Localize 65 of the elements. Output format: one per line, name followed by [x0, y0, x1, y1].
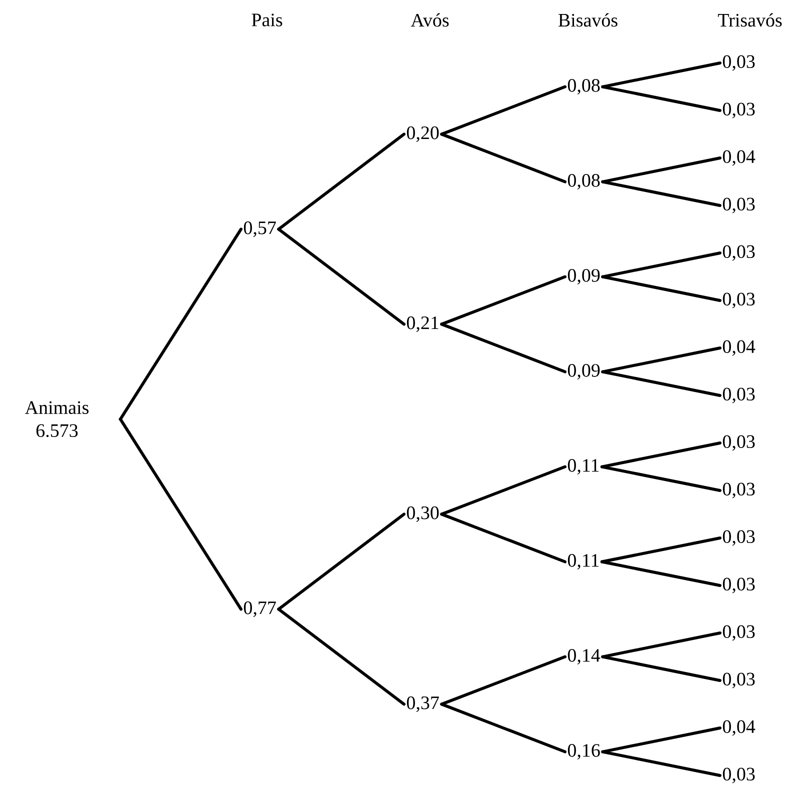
branch-line [601, 750, 722, 777]
value-label: 0,57 [244, 221, 276, 237]
value-label: 0,03 [722, 55, 755, 71]
branch-line [601, 726, 722, 754]
branch-line [440, 85, 566, 136]
value-label: 0,03 [722, 102, 755, 118]
value-label: 0,03 [722, 388, 755, 404]
value-label: 0,20 [406, 126, 439, 142]
column-header: Pais [252, 14, 282, 26]
value-label: 0,04 [722, 720, 756, 736]
value-label: 0,11 [568, 554, 599, 570]
column-header: Trisavós [718, 13, 782, 27]
value-label: 0,03 [722, 435, 755, 451]
value-label: 0,03 [722, 198, 755, 214]
branch-line [440, 702, 566, 754]
branch-line [277, 512, 406, 611]
branch-line [601, 61, 722, 88]
branch-line [440, 655, 566, 706]
value-label: 0,03 [722, 292, 755, 308]
value-label: 0,04 [722, 150, 756, 166]
branch-line [118, 418, 242, 611]
value-label: 0,03 [722, 530, 755, 546]
branch-line [277, 228, 406, 326]
value-label: 0,11 [568, 459, 599, 475]
branch-line [600, 441, 722, 468]
branch-line [440, 132, 566, 184]
branch-line [600, 560, 722, 587]
branch-line [277, 132, 406, 231]
branch-line [277, 608, 406, 706]
value-label: 0,03 [722, 768, 755, 784]
value-label: 0,37 [406, 696, 439, 712]
column-header: Bisavós [558, 13, 618, 27]
value-label: 0,08 [568, 174, 600, 190]
branch-line [440, 322, 566, 374]
branch-line [601, 631, 722, 658]
branch-line [601, 180, 722, 207]
branch-line [601, 655, 722, 682]
value-label: 0,21 [406, 316, 438, 332]
root-label: Animais 6.573 [25, 401, 89, 438]
branch-line [601, 156, 722, 184]
value-label: 0,30 [406, 506, 439, 522]
value-label: 0,03 [722, 625, 755, 641]
branch-line [118, 228, 242, 421]
value-label: 0,04 [722, 340, 756, 356]
value-label: 0,03 [722, 672, 755, 688]
branch-line [601, 346, 722, 374]
branch-line [600, 465, 722, 492]
column-header: Avós [410, 13, 449, 27]
branch-line [601, 251, 722, 278]
value-label: 0,09 [568, 364, 600, 380]
branch-line [440, 512, 566, 564]
branch-line [440, 465, 566, 516]
value-label: 0,16 [568, 744, 600, 760]
branch-line [601, 275, 722, 302]
branch-line [601, 85, 722, 112]
value-label: 0,77 [244, 601, 276, 617]
branch-line [600, 536, 722, 564]
value-label: 0,03 [722, 578, 755, 594]
value-label: 0,03 [722, 482, 755, 498]
value-label: 0,14 [568, 649, 600, 665]
value-label: 0,03 [722, 245, 755, 261]
branch-line [440, 275, 566, 326]
branch-line [601, 370, 722, 397]
value-label: 0,09 [568, 269, 600, 285]
value-label: 0,08 [568, 79, 600, 95]
